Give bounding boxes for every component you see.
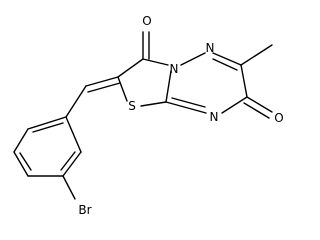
bond-c-n bbox=[221, 96, 248, 114]
atom-nitrogen-lower: N bbox=[210, 110, 219, 124]
bond-c-o bbox=[246, 96, 273, 113]
bond-exo-double-a bbox=[85, 76, 119, 87]
bond-c8a-n bbox=[165, 70, 172, 103]
bond-n-c8a-a bbox=[165, 101, 207, 114]
bond-ring-1 bbox=[27, 116, 67, 130]
bond-n-n bbox=[180, 52, 206, 66]
bond-n-c8a-b bbox=[171, 97, 206, 108]
bond-ring-5-inner bbox=[60, 151, 76, 171]
bond-c-br bbox=[62, 175, 76, 200]
bond-exo-double-b bbox=[87, 82, 121, 93]
atom-nitrogen-upper: N bbox=[206, 41, 215, 55]
bond-ring-1-inner bbox=[32, 122, 64, 133]
atom-sulfur: S bbox=[128, 99, 136, 113]
bonds bbox=[13, 31, 273, 200]
bond-n-c-double bbox=[212, 58, 238, 71]
bond-ring-3-inner bbox=[19, 152, 32, 171]
bond-exo-single bbox=[65, 85, 87, 118]
bond-c3-n bbox=[142, 58, 169, 66]
bond-c-o-double bbox=[243, 102, 270, 119]
bond-ring-6 bbox=[65, 116, 82, 153]
atom-oxygen-top: O bbox=[142, 14, 151, 28]
bond-ring-2 bbox=[13, 128, 29, 153]
bond-ring-3 bbox=[13, 151, 29, 177]
atom-nitrogen-bridge: N bbox=[170, 62, 179, 76]
bond-c-methyl bbox=[240, 44, 273, 66]
bond-ring-5 bbox=[62, 151, 82, 177]
molecule-structure: O N N S N O Br bbox=[13, 14, 284, 217]
bond-c2-s bbox=[117, 76, 128, 102]
atom-labels: O N N S N O Br bbox=[78, 14, 283, 217]
bond-n-c bbox=[212, 52, 242, 66]
atom-bromine: Br bbox=[78, 203, 91, 217]
bond-c-c bbox=[240, 64, 248, 98]
bond-s-c8a bbox=[140, 101, 167, 107]
atom-oxygen-right: O bbox=[274, 111, 283, 125]
bond-c2-c3 bbox=[117, 58, 144, 78]
